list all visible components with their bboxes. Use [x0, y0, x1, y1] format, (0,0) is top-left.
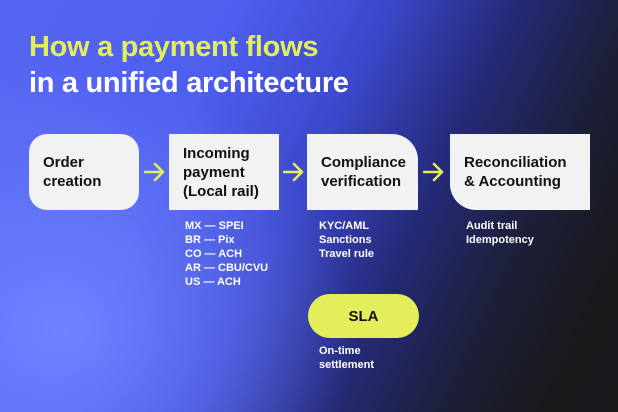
step-label-line: (Local rail): [183, 182, 259, 200]
step-label-line: Compliance: [321, 154, 407, 171]
note-item: Travel rule: [319, 248, 375, 260]
note-item: settlement: [319, 359, 375, 371]
step-label-line: Order: [43, 154, 84, 171]
step-incoming-payment: Incoming payment (Local rail): [169, 134, 279, 210]
step-reconciliation-accounting: Reconciliation & Accounting: [450, 134, 590, 210]
sla-label: SLA: [348, 307, 379, 325]
arrow-right-icon: [283, 162, 305, 182]
note-item: KYC/AML: [319, 220, 370, 232]
note-item: AR — CBU/CVU: [185, 262, 269, 274]
arrow-right-icon: [144, 162, 166, 182]
step-label-line: creation: [43, 173, 102, 190]
reconciliation-notes: Audit trail Idempotency: [466, 219, 534, 247]
sla-pill: SLA: [308, 294, 419, 338]
note-item: Audit trail: [466, 220, 518, 232]
step-order-creation: Order creation: [29, 134, 139, 210]
compliance-notes: KYC/AML Sanctions Travel rule: [319, 219, 374, 261]
step-label-line: payment: [183, 163, 245, 181]
note-item: On-time: [319, 345, 361, 357]
incoming-payment-notes: MX — SPEI BR — Pix CO — ACH AR — CBU/CVU…: [185, 219, 268, 289]
step-label-line: Incoming: [183, 144, 250, 162]
note-item: BR — Pix: [185, 234, 235, 246]
arrow-right-icon: [423, 162, 445, 182]
diagram-title: How a payment flows in a unified archite…: [29, 29, 349, 101]
step-compliance-verification: Compliance verification: [307, 134, 418, 210]
note-item: Idempotency: [466, 234, 534, 246]
note-item: US — ACH: [185, 276, 241, 288]
note-item: CO — ACH: [185, 248, 243, 260]
step-label-line: verification: [321, 173, 402, 190]
note-item: MX — SPEI: [185, 220, 244, 232]
sla-notes: On-time settlement: [319, 344, 374, 372]
step-label-line: Reconciliation: [464, 154, 567, 171]
note-item: Sanctions: [319, 234, 372, 246]
step-label-line: & Accounting: [464, 173, 561, 190]
title-line-2: in a unified architecture: [29, 67, 349, 99]
title-line-1: How a payment flows: [29, 31, 319, 63]
